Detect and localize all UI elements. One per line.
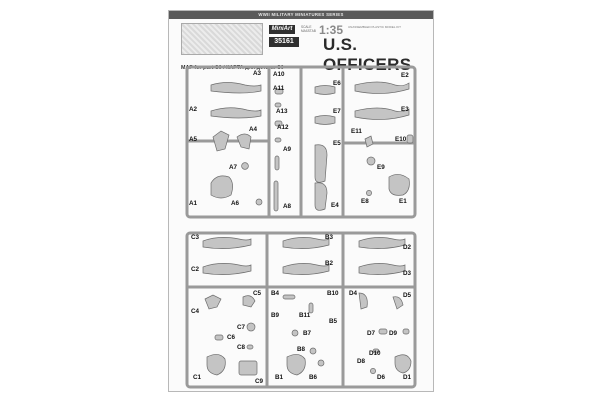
- label-D4: D4: [349, 290, 358, 297]
- label-A6: A6: [231, 200, 240, 207]
- label-E5: E5: [333, 140, 341, 147]
- label-E6: E6: [333, 80, 341, 87]
- brand-logo: MiniArt: [269, 25, 295, 34]
- label-C6: C6: [227, 334, 236, 341]
- sprue-frame-a: A3 A10 E6 E2 A11 A2 A13 E7 E3 A4 A12 A5 …: [183, 63, 419, 221]
- part-labels-b: C3 B3 D2 B2 C2 D3 C5 B4 B10 D4 D5 C4 B9 …: [191, 234, 412, 385]
- label-A8: A8: [283, 203, 292, 210]
- catalog-number: 35161: [269, 37, 299, 47]
- label-D5: D5: [403, 292, 412, 299]
- label-A10: A10: [273, 71, 285, 78]
- parts-a: [210, 81, 414, 212]
- label-D8: D8: [357, 358, 366, 365]
- label-D7: D7: [367, 330, 376, 337]
- series-band: [169, 11, 433, 19]
- box-art-thumbnail: [181, 23, 263, 55]
- label-B10: B10: [327, 290, 339, 297]
- label-D9: D9: [389, 330, 398, 337]
- label-A2: A2: [189, 106, 198, 113]
- sprue-a-drawing: A3 A10 E6 E2 A11 A2 A13 E7 E3 A4 A12 A5 …: [185, 65, 417, 219]
- label-E1: E1: [399, 198, 407, 205]
- sprue-frame-b: C3 B3 D2 B2 C2 D3 C5 B4 B10 D4 D5 C4 B9 …: [183, 229, 419, 391]
- label-B11: B11: [299, 312, 311, 319]
- label-A7: A7: [229, 164, 238, 171]
- label-A11: A11: [273, 85, 285, 92]
- kit-fine-print: UNASSEMBLED PLASTIC MODEL KIT: [348, 25, 401, 29]
- kit-title: U.S. OFFICERS: [323, 35, 412, 74]
- label-B5: B5: [329, 318, 338, 325]
- label-B8: B8: [297, 346, 306, 353]
- label-E3: E3: [401, 106, 409, 113]
- label-A1: A1: [189, 200, 198, 207]
- sprue-runners-b: [185, 231, 417, 389]
- label-D1: D1: [403, 374, 412, 381]
- label-A3: A3: [253, 70, 262, 77]
- label-C1: C1: [193, 374, 202, 381]
- scale-value: 1:35: [319, 23, 344, 37]
- label-D3: D3: [403, 270, 412, 277]
- label-D6: D6: [377, 374, 386, 381]
- series-title: WWII MILITARY MINIATURES SERIES: [258, 12, 344, 17]
- label-A9: A9: [283, 146, 292, 153]
- parts-b: [202, 237, 412, 376]
- label-E4: E4: [331, 202, 339, 209]
- label-B4: B4: [271, 290, 280, 297]
- part-labels-a: A3 A10 E6 E2 A11 A2 A13 E7 E3 A4 A12 A5 …: [189, 70, 409, 210]
- label-B2: B2: [325, 260, 334, 267]
- label-C7: C7: [237, 324, 246, 331]
- label-C3: C3: [191, 234, 200, 241]
- label-B3: B3: [325, 234, 334, 241]
- label-E10: E10: [395, 136, 407, 143]
- instruction-sheet: WWII MILITARY MINIATURES SERIES MiniArt …: [168, 10, 434, 392]
- sprue-b-drawing: C3 B3 D2 B2 C2 D3 C5 B4 B10 D4 D5 C4 B9 …: [185, 231, 417, 389]
- label-B6: B6: [309, 374, 318, 381]
- label-C8: C8: [237, 344, 246, 351]
- label-E9: E9: [377, 164, 385, 171]
- label-E8: E8: [361, 198, 369, 205]
- scale-label: SCALE MAßSTAB: [301, 25, 316, 33]
- label-A13: A13: [276, 108, 288, 115]
- sprue-runners-a: [185, 65, 417, 219]
- label-B7: B7: [303, 330, 312, 337]
- label-C9: C9: [255, 378, 264, 385]
- label-D2: D2: [403, 244, 412, 251]
- label-E2: E2: [401, 72, 409, 79]
- label-E11: E11: [351, 128, 362, 135]
- label-C5: C5: [253, 290, 262, 297]
- label-A5: A5: [189, 136, 198, 143]
- label-A4: A4: [249, 126, 258, 133]
- label-B9: B9: [271, 312, 280, 319]
- sheet-header: MiniArt 35161 SCALE MAßSTAB 1:35 UNASSEM…: [173, 21, 429, 74]
- label-B1: B1: [275, 374, 284, 381]
- label-C4: C4: [191, 308, 200, 315]
- label-C2: C2: [191, 266, 200, 273]
- label-E7: E7: [333, 108, 341, 115]
- label-A12: A12: [277, 124, 289, 131]
- label-D10: D10: [369, 350, 381, 357]
